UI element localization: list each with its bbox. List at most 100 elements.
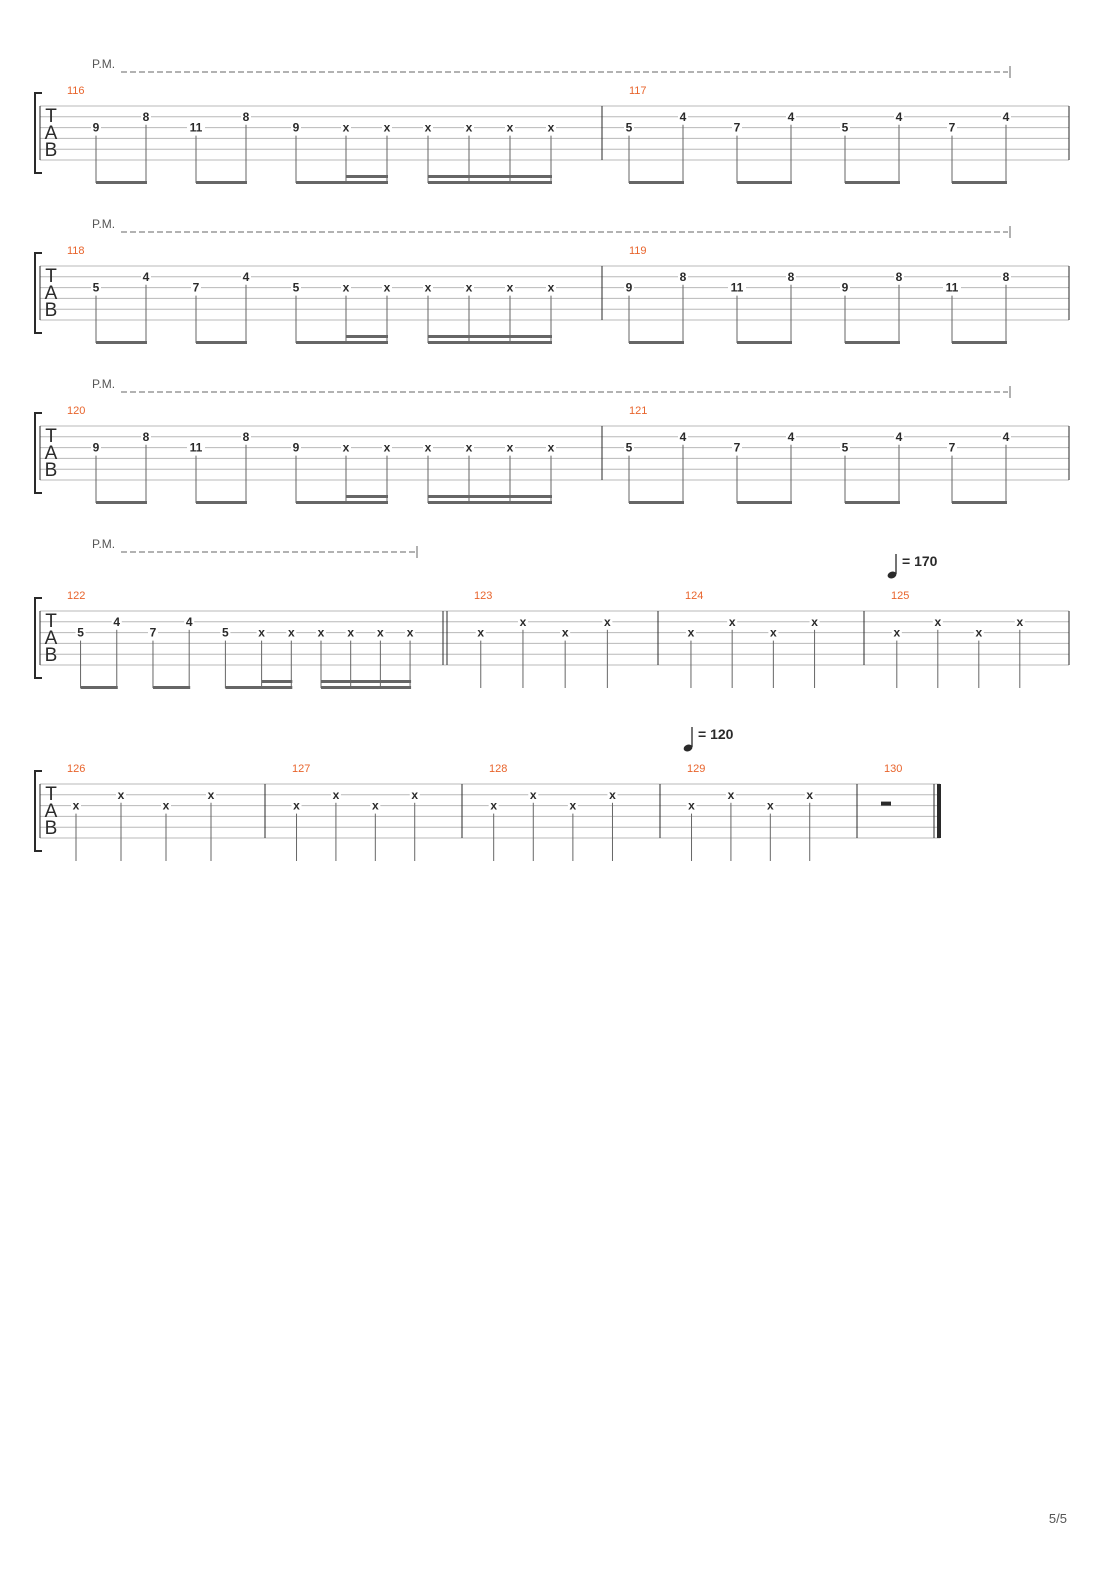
dead-note: x xyxy=(770,626,777,640)
dead-note: x xyxy=(893,626,900,640)
fret-number: 5 xyxy=(293,281,300,295)
bar-number: 129 xyxy=(687,763,705,775)
tab-clef-letter: A xyxy=(45,628,58,649)
beam xyxy=(96,501,147,504)
fret-background xyxy=(256,626,267,639)
fret-background xyxy=(341,121,351,134)
fret-background xyxy=(678,430,688,443)
fret-background xyxy=(685,626,696,639)
dead-note: x xyxy=(343,281,350,295)
quarter-note-icon xyxy=(683,744,693,752)
system-bracket xyxy=(34,252,42,334)
page-number: 5/5 xyxy=(1049,1511,1067,1526)
beam xyxy=(320,686,412,689)
secondary-beam xyxy=(346,495,388,498)
fret-background xyxy=(725,788,736,801)
fret-number: 11 xyxy=(190,441,203,455)
system-bracket xyxy=(34,770,42,852)
fret-number: 7 xyxy=(949,441,956,455)
dead-note: x xyxy=(466,121,473,135)
fret-number: 11 xyxy=(946,281,959,295)
beam xyxy=(952,341,1007,344)
bar-number: 123 xyxy=(474,590,492,602)
dead-note: x xyxy=(570,799,577,813)
dead-note: x xyxy=(384,281,391,295)
fret-background xyxy=(91,281,101,294)
beam xyxy=(196,501,247,504)
fret-number: 9 xyxy=(93,121,100,135)
fret-background xyxy=(686,799,697,812)
dead-note: x xyxy=(384,441,391,455)
dead-note: x xyxy=(73,799,80,813)
beam xyxy=(952,181,1007,184)
fret-number: 9 xyxy=(293,441,300,455)
fret-background xyxy=(607,788,618,801)
dead-note: x xyxy=(490,799,497,813)
tab-clef-letter: T xyxy=(45,426,57,447)
fret-background xyxy=(141,430,151,443)
beam xyxy=(196,181,247,184)
bar-number: 128 xyxy=(489,763,507,775)
fret-number: 5 xyxy=(842,121,849,135)
tempo-value: = 120 xyxy=(698,726,734,742)
fret-number: 4 xyxy=(1003,110,1010,124)
beam xyxy=(428,341,552,344)
fret-background xyxy=(840,121,850,134)
fret-number: 8 xyxy=(788,270,795,284)
beam xyxy=(428,181,552,184)
dead-note: x xyxy=(258,626,265,640)
fret-background xyxy=(488,799,499,812)
dead-note: x xyxy=(377,626,384,640)
fret-background xyxy=(786,270,796,283)
fret-background xyxy=(1001,110,1011,123)
fret-background xyxy=(560,626,571,639)
bar-number: 126 xyxy=(67,763,85,775)
tempo-marking: = 120 xyxy=(683,726,734,752)
fret-background xyxy=(111,615,122,628)
fret-background xyxy=(1014,615,1025,628)
fret-background xyxy=(786,430,796,443)
fret-background xyxy=(241,430,251,443)
fret-number: 5 xyxy=(842,441,849,455)
fret-background xyxy=(947,121,957,134)
secondary-beam xyxy=(428,335,552,338)
dead-note: x xyxy=(604,615,611,629)
fret-background xyxy=(546,121,556,134)
bar-number: 121 xyxy=(629,405,647,417)
fret-background xyxy=(768,626,779,639)
system-bracket xyxy=(34,597,42,679)
fret-background xyxy=(220,626,231,639)
palm-mute-label: P.M. xyxy=(92,217,115,231)
dead-note: x xyxy=(934,615,941,629)
fret-number: 11 xyxy=(190,121,203,135)
tab-clef-letter: A xyxy=(45,123,58,144)
fret-background xyxy=(423,121,433,134)
fret-background xyxy=(91,441,101,454)
fret-background xyxy=(141,110,151,123)
fret-background xyxy=(206,788,216,801)
fret-background xyxy=(894,110,904,123)
beam xyxy=(845,181,900,184)
fret-number: 7 xyxy=(949,121,956,135)
dead-note: x xyxy=(318,626,325,640)
fret-background xyxy=(71,799,81,812)
fret-background xyxy=(505,121,515,134)
dead-note: x xyxy=(520,615,527,629)
beam xyxy=(629,501,684,504)
fret-number: 7 xyxy=(150,626,157,640)
beam xyxy=(96,341,147,344)
beam xyxy=(296,501,388,504)
dead-note: x xyxy=(118,788,125,802)
fret-background xyxy=(345,626,356,639)
fret-background xyxy=(624,441,634,454)
fret-background xyxy=(184,615,195,628)
fret-background xyxy=(505,281,515,294)
tab-clef-letter: T xyxy=(45,611,57,632)
tab-clef-letter: B xyxy=(45,818,58,839)
fret-background xyxy=(91,121,101,134)
fret-background xyxy=(75,626,86,639)
fret-background xyxy=(947,441,957,454)
